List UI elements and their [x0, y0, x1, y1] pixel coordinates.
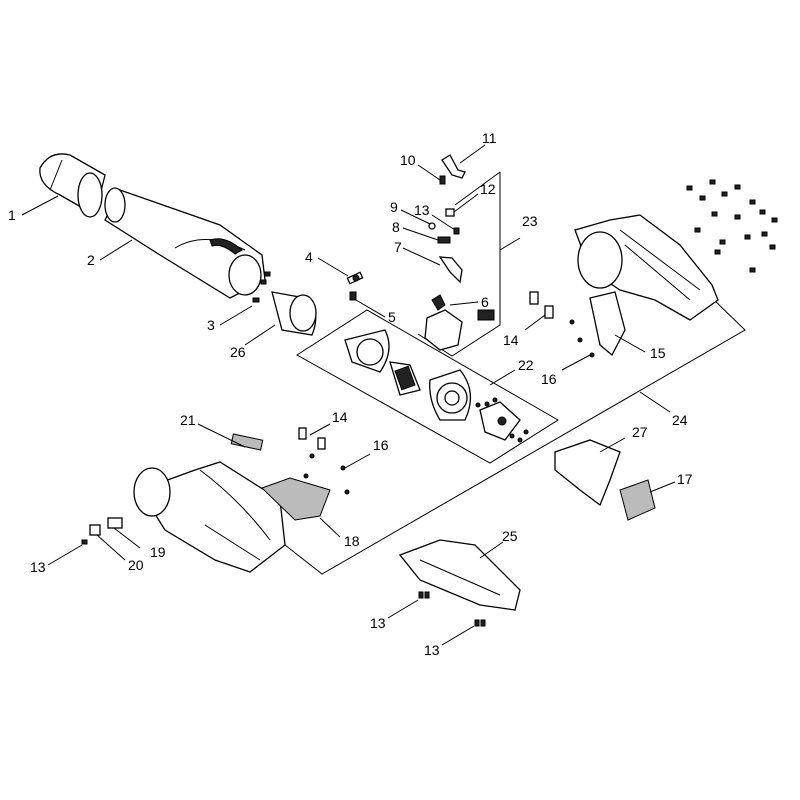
- group-outline-23b: [454, 171, 501, 206]
- group-outline-22: [296, 309, 559, 464]
- label-part-27: 27: [632, 424, 648, 440]
- part-4-knob: [346, 271, 364, 285]
- part-nozzle-tip: [39, 153, 106, 218]
- part-16-left-screw-a: [340, 465, 346, 471]
- label-part-12: 12: [480, 181, 496, 197]
- group-outline-24: [284, 297, 746, 575]
- label-part-22: 22: [518, 357, 534, 373]
- part-3-screw: [252, 297, 260, 303]
- part-14-right-a: [529, 291, 539, 305]
- part-6-switch: [424, 294, 495, 351]
- leader-lines: [21, 144, 676, 646]
- part-16-left-screw-d: [303, 473, 309, 479]
- label-part-8: 8: [392, 219, 400, 235]
- part-21-left-housing: [133, 461, 286, 573]
- part-9-washer: [428, 222, 436, 230]
- label-part-20: 20: [128, 557, 144, 573]
- part-21-label: [230, 433, 264, 451]
- label-part-7: 7: [394, 239, 402, 255]
- label-part-16-right: 16: [541, 371, 557, 387]
- label-part-6: 6: [481, 294, 489, 310]
- part-13-screw-tray-b: [424, 591, 430, 599]
- label-part-13-tray: 13: [370, 615, 386, 631]
- part-7-lever: [438, 256, 463, 284]
- part-12-clip: [445, 208, 455, 217]
- part-14-left-a: [298, 427, 307, 440]
- screw-cluster: [686, 179, 778, 273]
- part-13-screw-bottom-b: [480, 619, 486, 627]
- part-16-right-screw-b: [577, 337, 583, 343]
- part-19-20-fittings: [81, 517, 123, 545]
- part-16-right-screw-c: [589, 352, 595, 358]
- part-tube-screw-1: [264, 271, 271, 277]
- label-part-26: 26: [230, 344, 246, 360]
- part-15-grille: [589, 291, 626, 357]
- label-part-9: 9: [390, 199, 398, 215]
- label-part-4: 4: [305, 249, 313, 265]
- part-13-screw-top: [453, 227, 460, 235]
- part-13-screw-tray-a: [418, 591, 424, 599]
- part-18-filter: [261, 477, 331, 521]
- label-part-19: 19: [150, 544, 166, 560]
- part-22-motor-assembly: [344, 329, 529, 443]
- part-16-left-screw-c: [309, 453, 315, 459]
- label-part-21: 21: [180, 412, 196, 428]
- part-16-left-screw-b: [344, 489, 350, 495]
- label-part-16-left: 16: [373, 437, 389, 453]
- label-part-13-top: 13: [414, 202, 430, 218]
- label-part-3: 3: [207, 317, 215, 333]
- part-10-spring: [439, 175, 446, 185]
- part-26-ring: [271, 291, 317, 336]
- label-part-15: 15: [650, 345, 666, 361]
- label-part-17: 17: [677, 471, 693, 487]
- part-27-cover: [554, 439, 621, 507]
- part-11-trigger: [441, 154, 466, 179]
- part-blower-tube: [104, 187, 266, 299]
- part-13-screw-bottom-a: [474, 619, 480, 627]
- part-8-spring: [437, 236, 451, 244]
- label-part-18: 18: [344, 533, 360, 549]
- label-part-24: 24: [672, 412, 688, 428]
- label-part-5: 5: [388, 309, 396, 325]
- label-part-1: 1: [8, 207, 16, 223]
- label-part-23: 23: [522, 213, 538, 229]
- part-5-spring: [349, 291, 357, 301]
- label-part-2: 2: [87, 252, 95, 268]
- label-part-13-bottom: 13: [424, 642, 440, 658]
- part-16-right-screw-a: [569, 319, 575, 325]
- label-part-13-left: 13: [30, 559, 46, 575]
- label-part-14-left: 14: [332, 409, 348, 425]
- part-tube-screw-2: [260, 279, 267, 285]
- part-14-left-b: [317, 437, 326, 450]
- label-part-25: 25: [502, 528, 518, 544]
- label-part-10: 10: [400, 152, 416, 168]
- part-24-right-housing: [574, 214, 719, 321]
- label-part-11: 11: [482, 130, 497, 146]
- label-part-14-right: 14: [503, 332, 519, 348]
- part-14-right-b: [544, 305, 554, 319]
- part-17-filter: [619, 479, 656, 521]
- part-25-tray: [398, 539, 521, 611]
